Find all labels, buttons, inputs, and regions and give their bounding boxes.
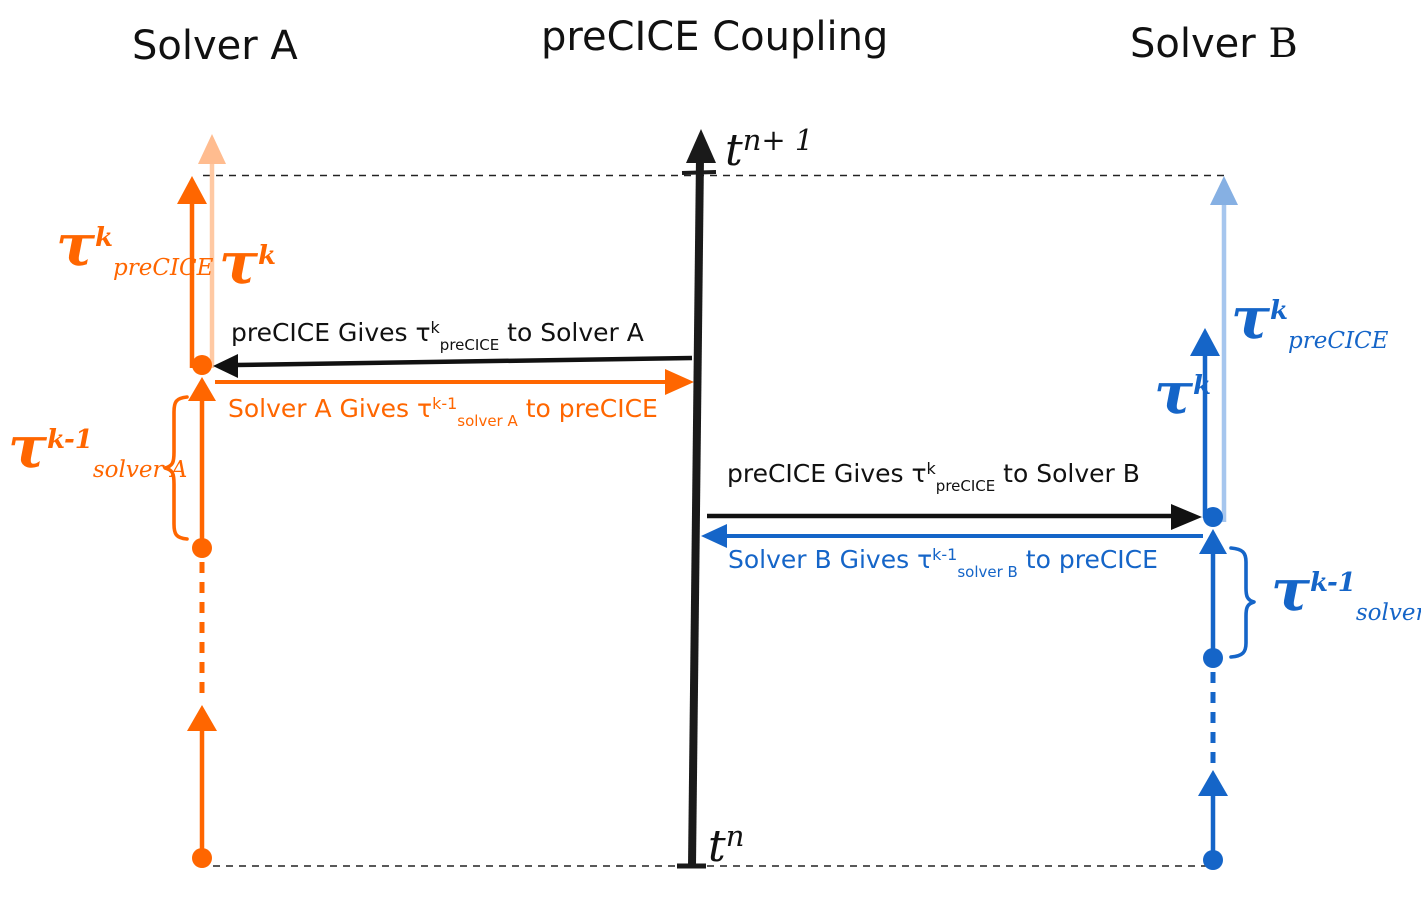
t-next-label: tn+ 1 bbox=[725, 126, 813, 173]
tau-sup: k-1 bbox=[47, 425, 93, 455]
solver-a-dot-bottom bbox=[192, 848, 212, 868]
msg-sup: k-1 bbox=[932, 545, 958, 564]
msg-arrow-precice-to-a-line bbox=[235, 355, 693, 368]
tau-sub: preCICE bbox=[113, 255, 214, 281]
solver-a-brace-icon bbox=[163, 395, 189, 541]
msg-sup: k bbox=[430, 318, 440, 337]
tau-base: τ bbox=[219, 229, 259, 297]
page-title: preCICE Coupling bbox=[541, 17, 888, 57]
t-now-sup: n bbox=[725, 819, 745, 853]
tau-b-precice-label: τkpreCICE bbox=[1231, 289, 1388, 353]
msg-pre: Solver A Gives τ bbox=[228, 394, 433, 423]
tau-sup: k-1 bbox=[1310, 568, 1356, 598]
t-now-base: t bbox=[708, 821, 726, 872]
tau-sub: solver B bbox=[1355, 600, 1421, 626]
tau-base: τ bbox=[1154, 359, 1194, 427]
solver-b-dot-mid bbox=[1203, 648, 1223, 668]
solver-a-tau-k-arrowhead bbox=[198, 134, 226, 164]
msg-arrow-precice-to-a-head bbox=[213, 354, 238, 378]
msg-b-to-precice-label: Solver B Gives τk-1solver B to preCICE bbox=[728, 547, 1158, 580]
t-next-base: t bbox=[725, 125, 743, 176]
solver-a-step-arrowhead-bottom bbox=[187, 705, 217, 731]
tau-b-k-label: τk bbox=[1154, 364, 1211, 422]
msg-post: to Solver A bbox=[499, 318, 644, 347]
heading-solver-a-text: Solver A bbox=[132, 23, 298, 69]
tau-base: τ bbox=[1231, 284, 1271, 352]
tau-sub: solver A bbox=[92, 457, 188, 483]
msg-arrow-a-to-precice-head bbox=[665, 369, 694, 395]
msg-sub: preCICE bbox=[439, 336, 500, 354]
solver-b-tau-precice-arrowhead bbox=[1190, 328, 1220, 356]
solver-b-dot-bottom bbox=[1203, 850, 1223, 870]
msg-pre: preCICE Gives τ bbox=[231, 318, 431, 347]
tau-base: τ bbox=[56, 211, 96, 279]
solver-b-tau-k-arrowhead bbox=[1210, 176, 1238, 205]
page-title-text: preCICE Coupling bbox=[541, 14, 889, 60]
tau-sup: k bbox=[1193, 371, 1212, 401]
solver-b-dot-top bbox=[1203, 507, 1223, 527]
tau-base: τ bbox=[1271, 556, 1311, 624]
msg-pre: preCICE Gives τ bbox=[727, 459, 927, 488]
tau-sup: k bbox=[1270, 296, 1289, 326]
msg-post: to Solver B bbox=[995, 459, 1140, 488]
msg-sup: k-1 bbox=[432, 394, 458, 413]
msg-precice-to-a-label: preCICE Gives τkpreCICE to Solver A bbox=[231, 320, 644, 353]
t-next-sup: n+ 1 bbox=[742, 123, 814, 157]
heading-solver-b-letter: B bbox=[1268, 21, 1298, 67]
tau-a-prev-label: τk-1solver A bbox=[8, 418, 187, 482]
coupling-axis-line bbox=[688, 156, 704, 867]
tau-sup: k bbox=[258, 241, 277, 271]
msg-precice-to-b-label: preCICE Gives τkpreCICE to Solver B bbox=[727, 461, 1140, 494]
heading-solver-a: Solver A bbox=[132, 26, 298, 66]
solver-b-step-arrowhead-bottom bbox=[1198, 770, 1228, 796]
solver-a-dot-top bbox=[192, 355, 212, 375]
coupling-axis-top-tick bbox=[681, 170, 717, 175]
msg-sub: preCICE bbox=[935, 477, 996, 495]
tau-a-precice-label: τkpreCICE bbox=[56, 216, 213, 280]
tau-base: τ bbox=[8, 413, 48, 481]
heading-solver-b: Solver B bbox=[1130, 24, 1298, 64]
tau-sub: preCICE bbox=[1288, 328, 1389, 354]
msg-sub: solver A bbox=[457, 412, 518, 430]
msg-sup: k bbox=[926, 459, 936, 478]
solver-a-tau-precice-arrowhead bbox=[177, 176, 207, 204]
solver-a-step-arrowhead-top bbox=[188, 377, 216, 401]
msg-post: to preCICE bbox=[517, 394, 658, 423]
solver-b-brace-icon bbox=[1229, 546, 1256, 659]
coupling-axis-arrowhead bbox=[686, 129, 716, 163]
msg-a-to-precice-label: Solver A Gives τk-1solver A to preCICE bbox=[228, 396, 658, 429]
tau-sup: k bbox=[95, 223, 114, 253]
solver-a-dot-mid bbox=[192, 538, 212, 558]
tau-a-k-label: τk bbox=[219, 234, 276, 292]
t-now-label: tn bbox=[708, 822, 744, 869]
msg-arrow-b-to-precice-head bbox=[701, 524, 727, 548]
msg-arrow-precice-to-b-head bbox=[1171, 504, 1202, 530]
heading-solver-b-word: Solver bbox=[1130, 21, 1269, 67]
msg-sub: solver B bbox=[957, 563, 1018, 581]
tau-b-prev-label: τk-1solver B bbox=[1271, 561, 1421, 625]
msg-pre: Solver B Gives τ bbox=[728, 545, 933, 574]
msg-post: to preCICE bbox=[1017, 545, 1158, 574]
solver-b-step-arrowhead-top bbox=[1199, 529, 1227, 554]
